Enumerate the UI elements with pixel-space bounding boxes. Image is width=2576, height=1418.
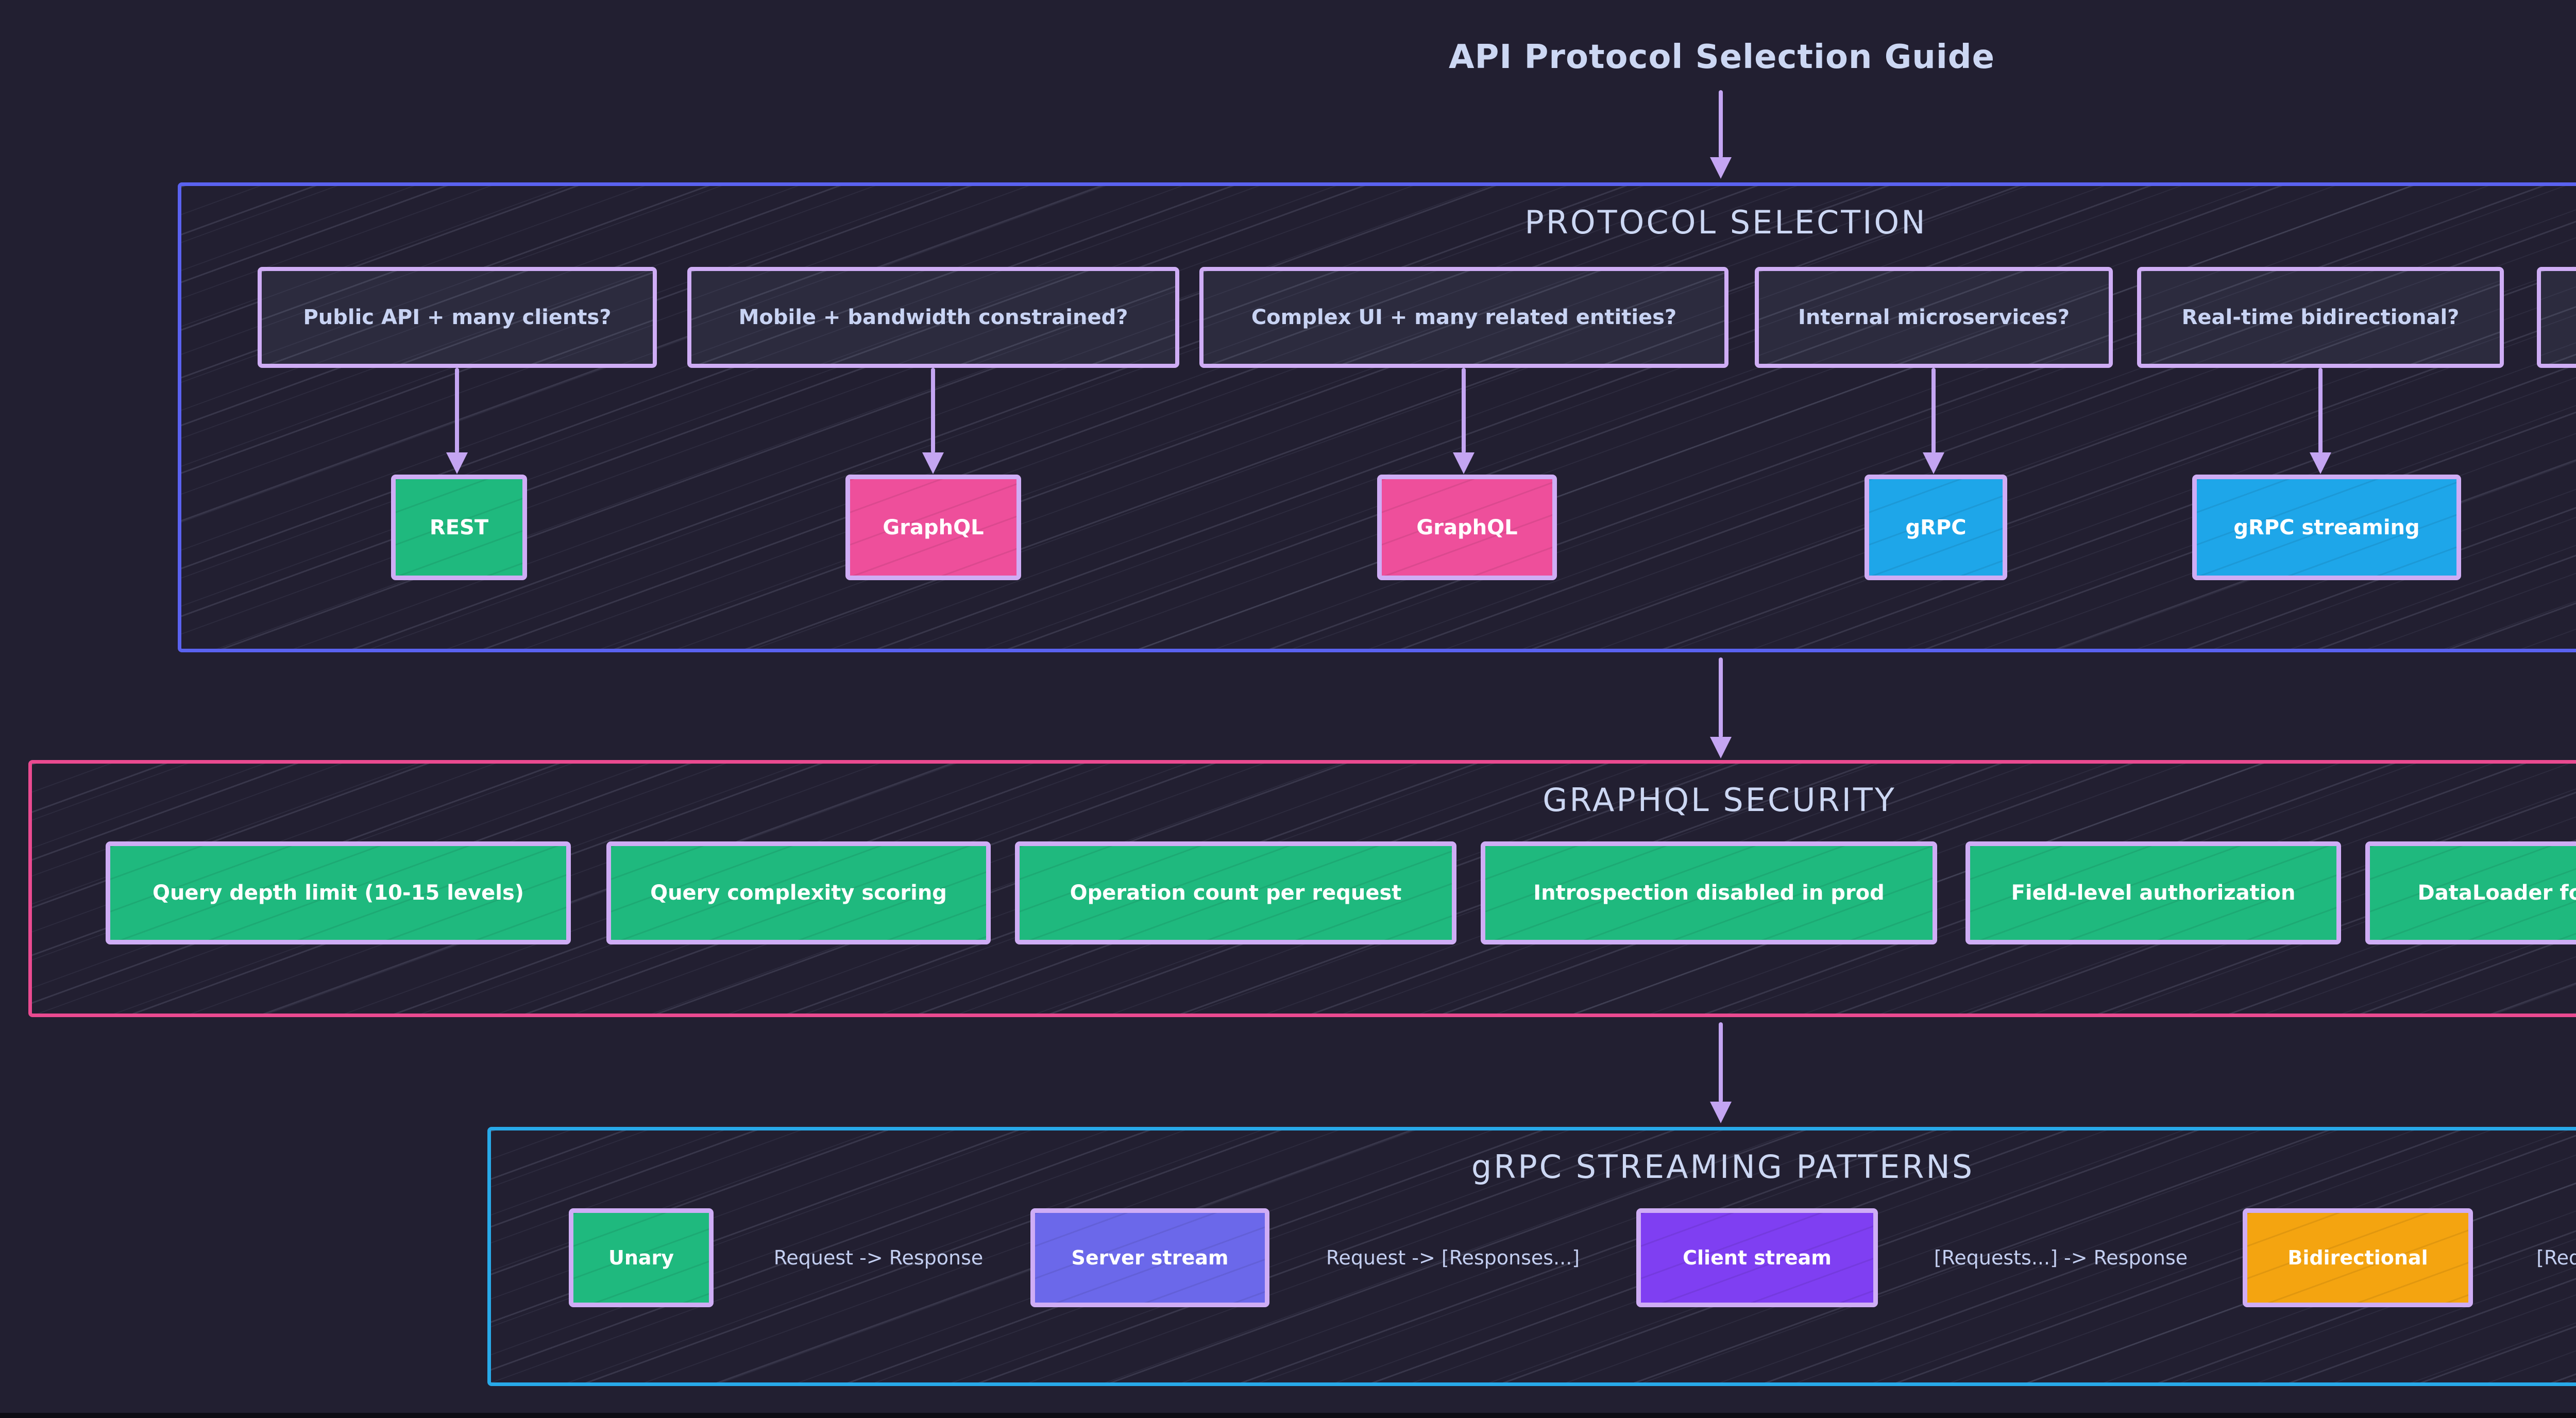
- arrow-protocol-to-security: [1710, 657, 1732, 758]
- security-item-depth-limit: Query depth limit (10-15 levels): [106, 841, 571, 944]
- security-item-introspection: Introspection disabled in prod: [1481, 841, 1937, 944]
- arrowhead-icon: [1923, 452, 1944, 474]
- answer-chip-grpc-streaming: gRPC streaming: [2192, 475, 2461, 580]
- arrowhead-icon: [2310, 452, 2331, 474]
- security-item-op-count: Operation count per request: [1015, 841, 1456, 944]
- arrow-question-2: [922, 368, 944, 474]
- stream-flow-client-stream: [Requests...] -> Response: [1934, 1246, 2188, 1269]
- grpc-streaming-title: gRPC STREAMING PATTERNS: [1471, 1148, 1975, 1186]
- arrow-title-to-protocol: [1710, 90, 1732, 179]
- answer-chip-grpc: gRPC: [1865, 475, 2007, 580]
- arrowhead-icon: [1710, 1102, 1732, 1123]
- stream-chip-unary: Unary: [569, 1208, 714, 1307]
- question-box-complex-ui: Complex UI + many related entities?: [1199, 267, 1728, 368]
- stream-chip-bidirectional: Bidirectional: [2243, 1208, 2473, 1307]
- protocol-selection-section: PROTOCOL SELECTION: [178, 182, 2576, 652]
- arrow-question-1: [446, 368, 468, 474]
- question-box-http-caching: Need HTTP caching?: [2537, 267, 2576, 368]
- arrowhead-icon: [1453, 452, 1475, 474]
- arrow-question-4: [1923, 368, 1944, 474]
- question-box-mobile: Mobile + bandwidth constrained?: [687, 267, 1179, 368]
- arrowhead-icon: [1710, 157, 1732, 179]
- answer-chip-rest-1: REST: [391, 475, 527, 580]
- arrow-question-5: [2310, 368, 2331, 474]
- stream-chip-server-stream: Server stream: [1030, 1208, 1269, 1307]
- security-item-dataloader: DataLoader for N+1 prevention: [2365, 841, 2576, 944]
- stream-flow-server-stream: Request -> [Responses...]: [1326, 1246, 1580, 1269]
- security-item-field-auth: Field-level authorization: [1965, 841, 2341, 944]
- arrow-question-3: [1453, 368, 1475, 474]
- question-box-microservices: Internal microservices?: [1755, 267, 2113, 368]
- stream-flow-bidirectional: [Requests...] <-> [Responses...]: [2536, 1246, 2576, 1269]
- graphql-security-title: GRAPHQL SECURITY: [1543, 781, 1896, 819]
- arrowhead-icon: [1710, 737, 1732, 758]
- stream-flow-unary: Request -> Response: [773, 1246, 984, 1269]
- stream-chip-client-stream: Client stream: [1636, 1208, 1878, 1307]
- diagram-title: API Protocol Selection Guide: [1448, 38, 1995, 76]
- answer-chip-graphql-1: GraphQL: [845, 475, 1021, 580]
- question-box-realtime: Real-time bidirectional?: [2137, 267, 2504, 368]
- arrowhead-icon: [922, 452, 944, 474]
- answer-chip-graphql-2: GraphQL: [1377, 475, 1557, 580]
- grpc-streaming-section: gRPC STREAMING PATTERNS: [487, 1127, 2576, 1386]
- arrowhead-icon: [446, 452, 468, 474]
- canvas-bottom-edge: [0, 1413, 2576, 1418]
- question-box-public-api: Public API + many clients?: [258, 267, 657, 368]
- arrow-security-to-streaming: [1710, 1022, 1732, 1123]
- security-item-complexity: Query complexity scoring: [606, 841, 991, 944]
- protocol-selection-title: PROTOCOL SELECTION: [1524, 204, 1927, 241]
